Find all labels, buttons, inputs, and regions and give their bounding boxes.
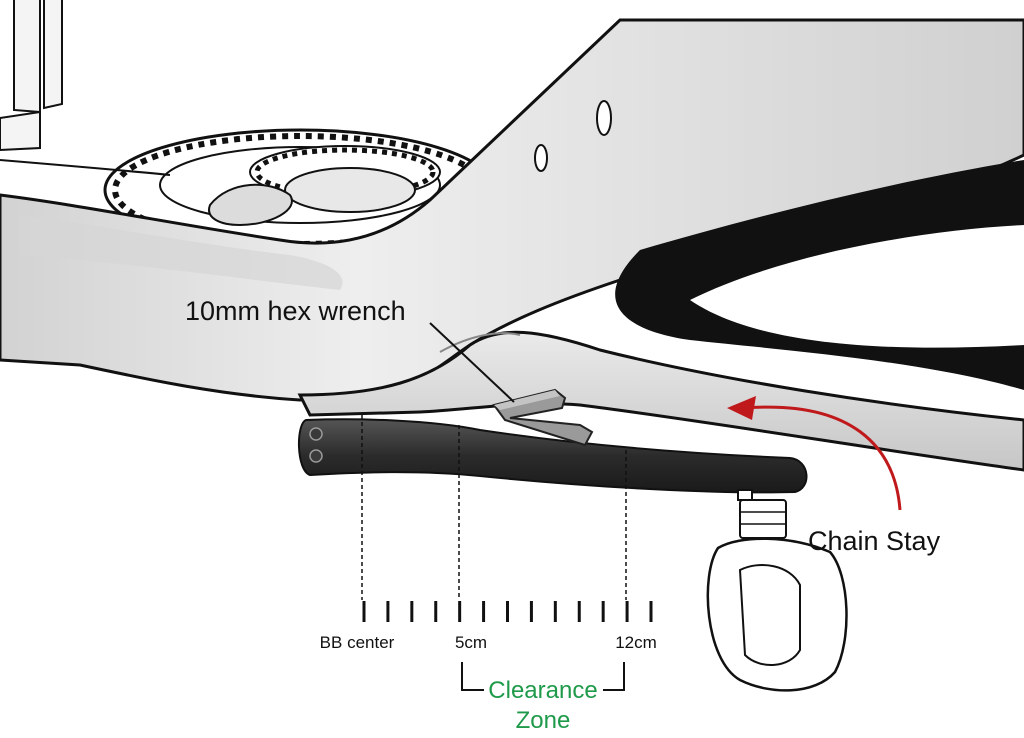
crank-arm-icon	[297, 418, 808, 494]
clearance-zone-label-line1: Clearance	[488, 677, 597, 704]
measurement-scale	[362, 601, 653, 622]
pedal-icon	[706, 489, 848, 692]
bolt-hole-icon	[596, 100, 612, 136]
rear-tire	[615, 160, 1024, 390]
chain-stay	[297, 330, 1024, 472]
seat-post-icon	[0, 0, 63, 152]
clearance-bracket	[461, 662, 625, 691]
bolt-hole-icon	[534, 144, 548, 172]
chainring-icon	[103, 128, 497, 252]
chain-stay-label: Chain Stay	[808, 526, 941, 556]
bb-center-label: BB center	[320, 633, 395, 652]
clearance-zone-label-line2: Zone	[516, 707, 571, 734]
hex-wrench-icon	[492, 388, 594, 447]
wrench-label: 10mm hex wrench	[185, 296, 406, 326]
curved-arrow-icon	[727, 396, 902, 511]
twelve-cm-label: 12cm	[615, 633, 657, 652]
five-cm-label: 5cm	[455, 633, 487, 652]
wrench-leader-line	[429, 322, 515, 403]
